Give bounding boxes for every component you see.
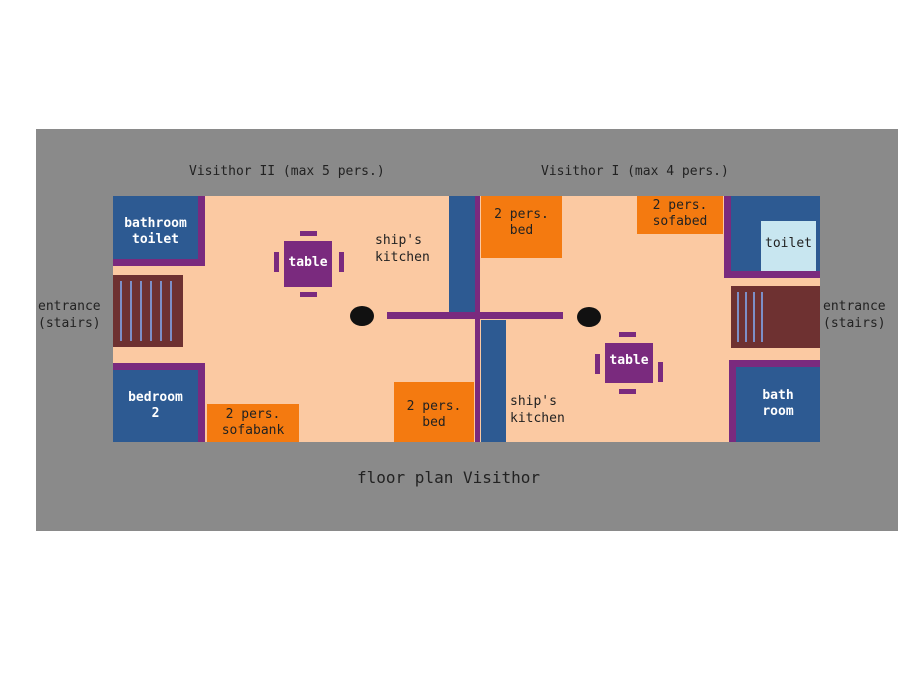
sofabank: [207, 404, 299, 442]
chair-left-east: [339, 252, 344, 272]
cross-wall: [387, 312, 563, 319]
sofabed-label: 2 pers. sofabed: [652, 198, 708, 229]
bed-right: [481, 196, 562, 258]
bed-right-label: 2 pers. bed: [494, 207, 549, 238]
kitchen-counter-right: [481, 320, 506, 442]
bed-left: [394, 382, 474, 442]
table-left-label: table: [288, 255, 328, 270]
chair-right-east: [658, 362, 663, 382]
entrance-label-right: entrance (stairs): [823, 299, 886, 331]
chair-right-bottom: [619, 389, 636, 394]
central-divider-wall: [475, 196, 480, 442]
kitchen-counter-left: [449, 196, 476, 313]
entrance-stairs-right: [731, 286, 820, 348]
table-right: [605, 343, 653, 383]
mast-post-left: [350, 306, 374, 326]
mast-post-right: [577, 307, 601, 327]
toilet-label: toilet: [765, 236, 812, 251]
chair-right-top: [619, 332, 636, 337]
chair-left-west: [274, 252, 279, 272]
chair-right-west: [595, 354, 600, 374]
floor-plan-caption: floor plan Visithor: [357, 468, 541, 487]
table-left: [284, 241, 332, 287]
bathroom-toilet-label: bathroom toilet: [124, 216, 187, 247]
bath-room: [736, 367, 820, 442]
table-right-label: table: [609, 353, 649, 368]
bedroom-2-room: [113, 370, 198, 442]
bed-left-label: 2 pers. bed: [406, 399, 462, 430]
boat-title-visithor-i: Visithor I (max 4 pers.): [541, 164, 729, 179]
chair-left-top: [300, 231, 317, 236]
entrance-stairs-left: [113, 275, 183, 347]
sofabank-label: 2 pers. sofabank: [221, 407, 285, 438]
boat-title-visithor-ii: Visithor II (max 5 pers.): [189, 164, 385, 179]
toilet-fixture: [761, 221, 816, 271]
bath-room-label: bath room: [762, 388, 794, 419]
sofabed: [637, 196, 723, 234]
chair-left-bottom: [300, 292, 317, 297]
bedroom-2-label: bedroom 2: [128, 390, 183, 421]
bathroom-toilet-room: [113, 196, 198, 259]
entrance-label-left: entrance (stairs): [38, 299, 101, 331]
kitchen-label-left: ship's kitchen: [375, 233, 430, 265]
kitchen-label-right: ship's kitchen: [510, 394, 565, 426]
